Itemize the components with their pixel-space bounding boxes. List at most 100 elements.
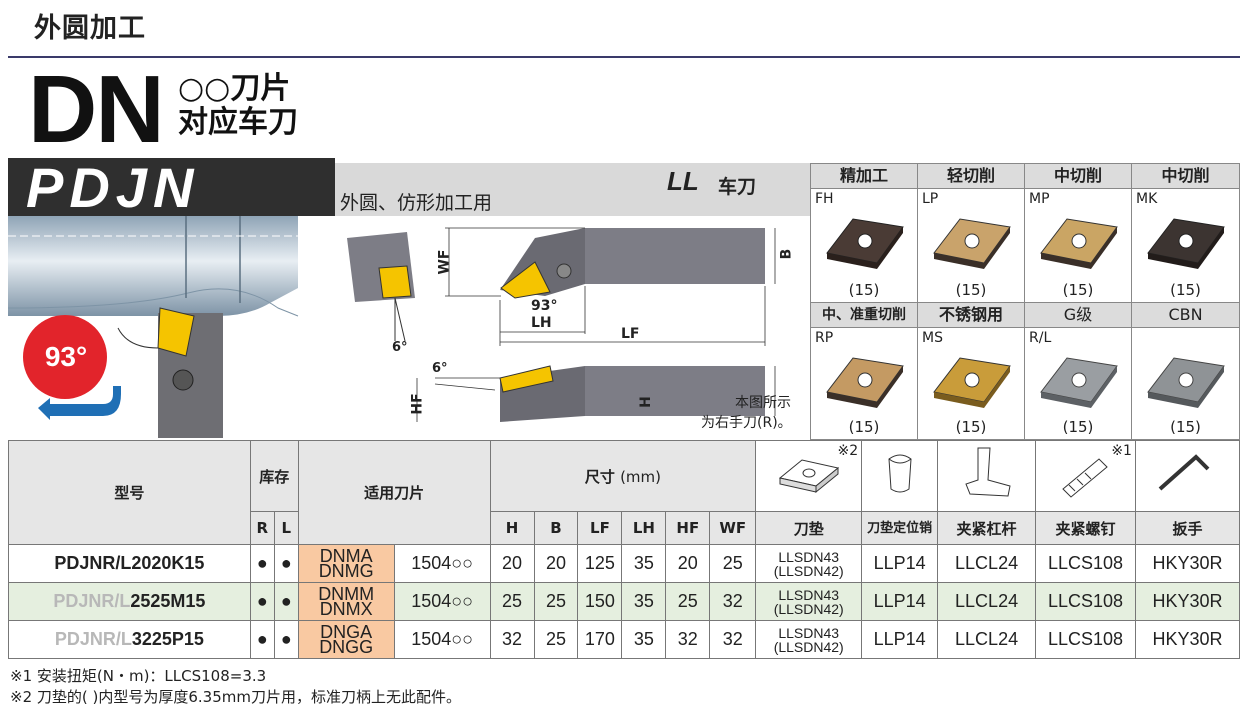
holder-dimension-drawing <box>347 227 776 422</box>
screw-note-mark: ※1 <box>1111 443 1132 459</box>
ll-label: LL <box>667 166 699 196</box>
col-hf: HF <box>665 511 711 545</box>
screw-part: LLCS108 <box>1035 544 1136 583</box>
wrench-part: HKY30R <box>1134 544 1241 583</box>
insert-cell: FH (15) <box>810 188 918 303</box>
insert-ms-icon <box>933 357 1011 408</box>
insert-cell: MP (15) <box>1024 188 1132 303</box>
spec-table: 型号 库存 适用刀片 尺寸 (mm) ※2 ※1 R L H B LF LH H… <box>8 440 1241 659</box>
insert-code: RP <box>815 330 834 346</box>
dim-b: 25 <box>533 582 579 621</box>
footnote-2: ※2 刀垫的( )内型号为厚度6.35mm刀片用，标准刀柄上无此配件。 <box>10 688 461 706</box>
section-rule <box>8 56 1240 58</box>
dimension-drawing: WF B 93° LH LF 6° 6° HF H 本图所示 为右手刀(R)。 <box>335 216 810 438</box>
lever-part: LLCL24 <box>937 544 1037 583</box>
series-name: PDJN <box>26 156 200 219</box>
footnote-1: ※1 安装扭矩(N・m)：LLCS108=3.3 <box>10 667 267 685</box>
dim-b: B <box>778 248 795 260</box>
insert-code: R/L <box>1029 330 1052 346</box>
wrench-part: HKY30R <box>1134 620 1241 659</box>
insert-qty: (15) <box>1062 281 1094 299</box>
lever-part: LLCL24 <box>937 620 1037 659</box>
shim-pin-icon <box>888 454 912 493</box>
shim-part: LLSDN43(LLSDN42) <box>755 620 863 659</box>
dim-6b: 6° <box>432 361 448 376</box>
col-screw: 夹紧螺钉 <box>1035 511 1136 545</box>
col-wrench: 扳手 <box>1134 511 1241 545</box>
insert-header: CBN <box>1131 302 1240 328</box>
col-b: B <box>533 511 579 545</box>
shim-part: LLSDN43(LLSDN42) <box>755 544 863 583</box>
dim-hf: HF <box>409 393 426 415</box>
screw-part: LLCS108 <box>1035 620 1136 659</box>
shim-code: LLSDN43 <box>778 548 840 565</box>
insert-code: 1504○○ <box>393 620 491 659</box>
shim-code: LLSDN43 <box>778 624 840 641</box>
note-line1: 本图所示 <box>735 395 791 411</box>
insert-code: LP <box>922 191 939 207</box>
dim-b: 25 <box>533 620 579 659</box>
col-model: 型号 <box>8 440 251 545</box>
dims-label: 尺寸 <box>584 467 615 486</box>
insert-qty: (15) <box>955 418 987 436</box>
dim-6a: 6° <box>392 340 408 355</box>
dim-93: 93° <box>531 298 558 314</box>
dim-lh: 35 <box>621 582 667 621</box>
model-cell: PDJNR/L2020K15 <box>8 544 251 583</box>
dim-h: 20 <box>489 544 535 583</box>
insert-code: MP <box>1029 191 1050 207</box>
dim-lh: 35 <box>621 544 667 583</box>
dim-b: 20 <box>533 544 579 583</box>
dim-wf: 32 <box>709 582 757 621</box>
insert-type-2: DNGG <box>319 636 374 657</box>
dims-unit: (mm) <box>620 467 661 486</box>
insert-cell: R/L (15) <box>1024 327 1132 440</box>
insert-mp-icon <box>1040 218 1118 269</box>
dim-hf: 20 <box>665 544 711 583</box>
screw-part: LLCS108 <box>1035 582 1136 621</box>
col-lh: LH <box>621 511 667 545</box>
col-shim: 刀垫 <box>755 511 863 545</box>
screw-illustration-cell: ※1 <box>1035 440 1136 512</box>
model-cell: PDJNR/L3225P15 <box>8 620 251 659</box>
insert-code: MK <box>1136 191 1158 207</box>
insert-cell: MK (15) <box>1131 188 1240 303</box>
insert-qty: (15) <box>1170 418 1201 436</box>
dim-hf: 25 <box>665 582 711 621</box>
pin-part: LLP14 <box>861 582 939 621</box>
pin-illustration-cell <box>861 440 939 512</box>
section-title: 外圆加工 <box>34 13 146 44</box>
insert-qty: (15) <box>955 281 987 299</box>
heading-line2: 对应车刀 <box>178 105 298 140</box>
shim-icon <box>778 459 839 494</box>
dim-lh: 35 <box>621 620 667 659</box>
wrench-icon <box>1159 454 1210 491</box>
shim-code: LLSDN43 <box>778 586 840 603</box>
dim-hf: 32 <box>665 620 711 659</box>
insert-type-2: DNMX <box>319 598 373 619</box>
pin-part: LLP14 <box>861 544 939 583</box>
insert-header: 轻切削 <box>917 163 1025 189</box>
insert-cell: RP (15) <box>810 327 918 440</box>
insert-header: 中切削 <box>1024 163 1132 189</box>
dim-lf: 125 <box>577 544 623 583</box>
stock-l: ● <box>273 544 299 583</box>
insert-qty: (15) <box>1170 281 1201 299</box>
shim-alt-code: (LLSDN42) <box>773 562 844 579</box>
insert-mk-icon <box>1147 218 1225 269</box>
insert-cbn-icon <box>1147 357 1225 408</box>
insert-type-1: DNMM <box>318 583 375 604</box>
col-h: H <box>489 511 535 545</box>
shim-alt-code: (LLSDN42) <box>773 600 844 617</box>
col-dims: 尺寸 (mm) <box>489 440 757 512</box>
model-prefix: PDJNR/L <box>54 629 132 649</box>
insert-code: 1504○○ <box>393 582 491 621</box>
stock-l: ● <box>273 582 299 621</box>
col-stock-l: L <box>273 511 299 545</box>
note-line2: 为右手刀(R)。 <box>701 415 792 431</box>
insert-g-class-icon <box>1040 357 1118 408</box>
insert-qty: (15) <box>848 281 880 299</box>
